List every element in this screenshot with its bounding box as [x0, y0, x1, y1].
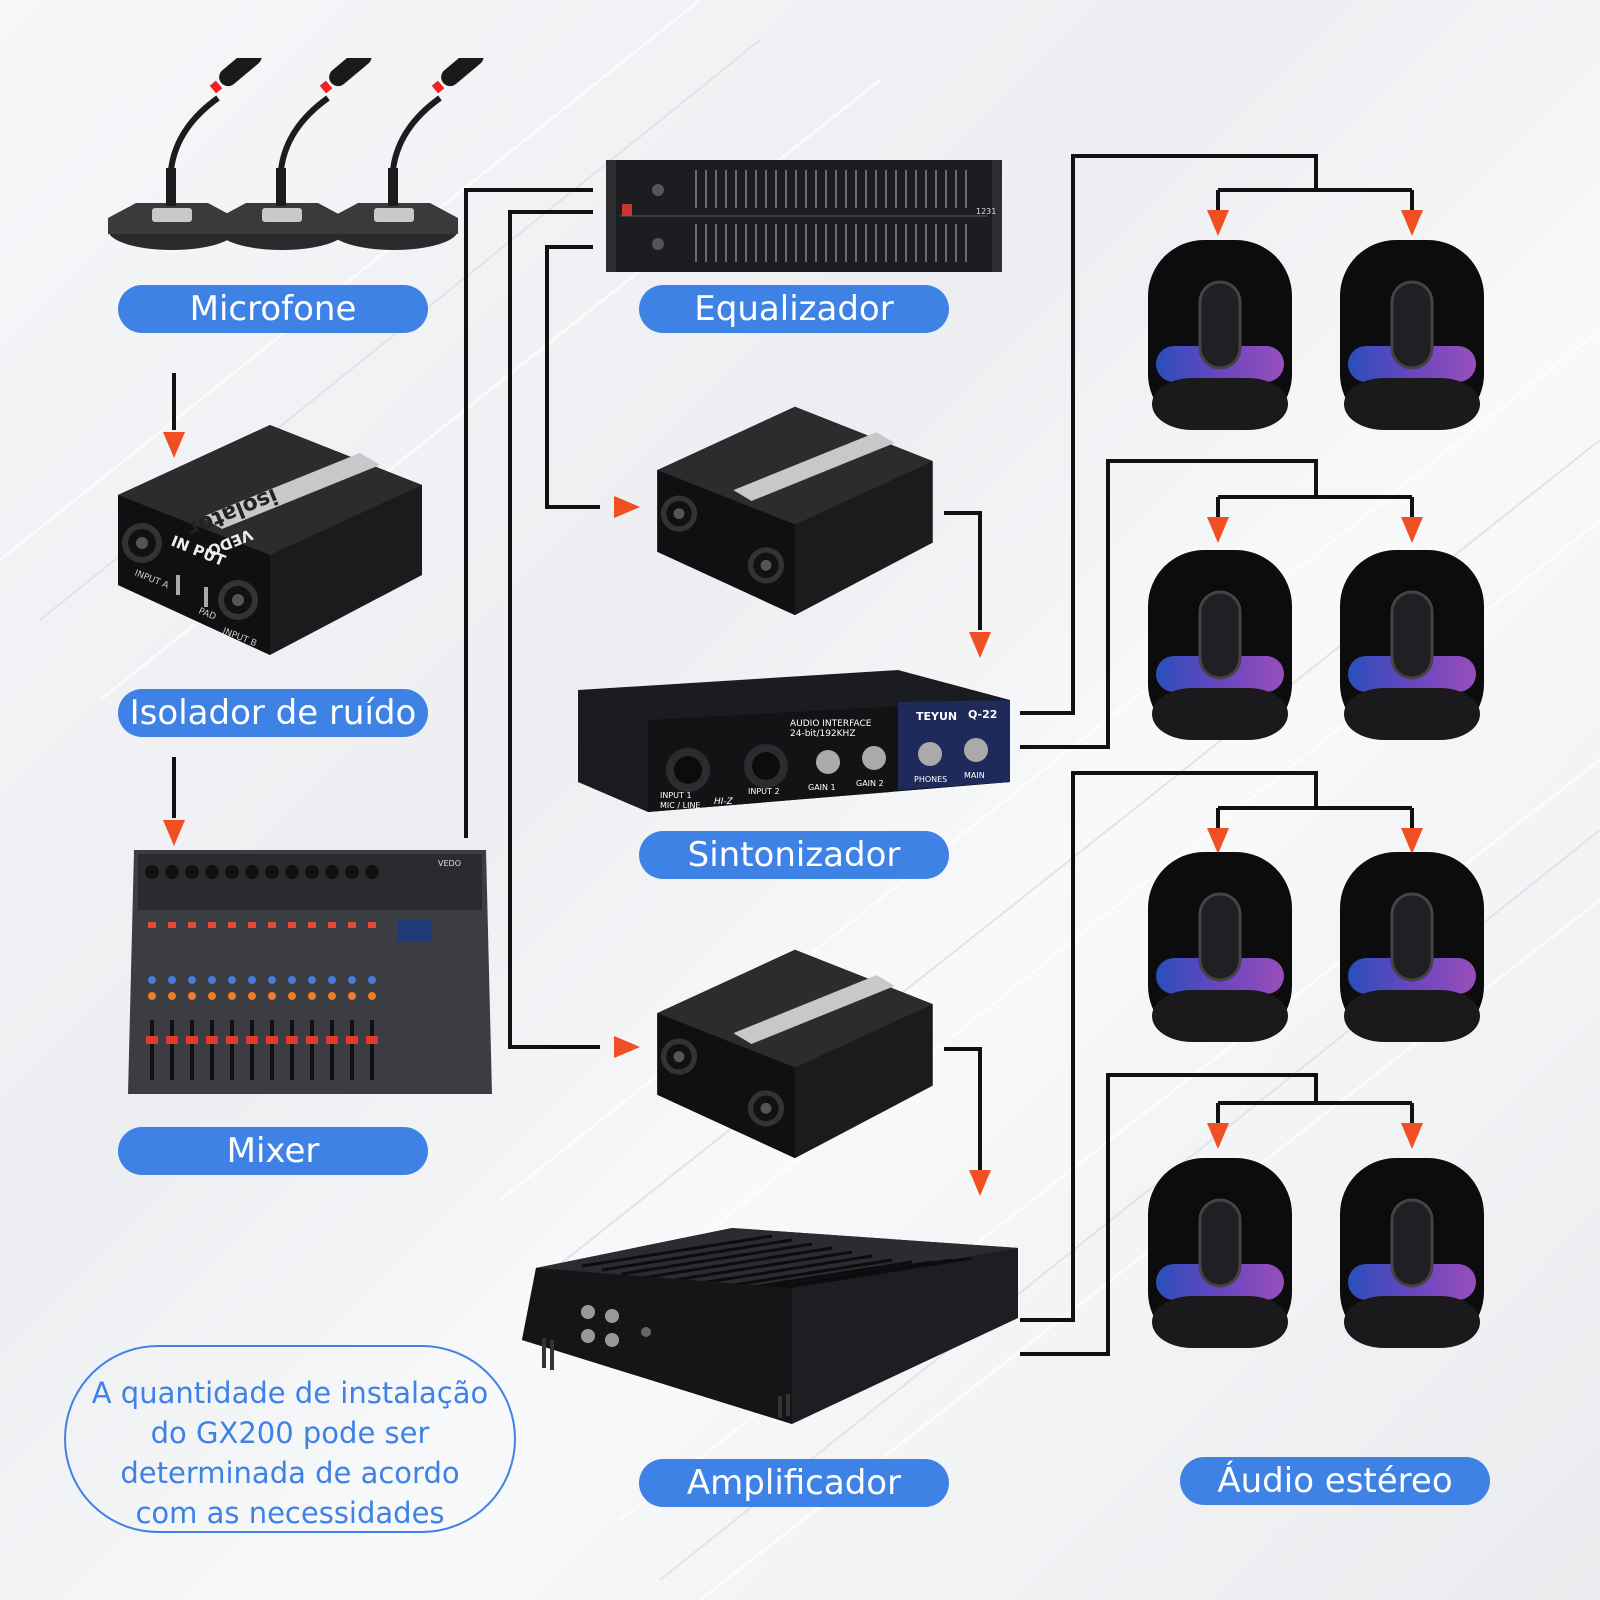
interface-main-text: MAIN — [964, 771, 985, 780]
note-line-3: determinada de acordo — [120, 1456, 460, 1490]
microphone-1 — [108, 58, 262, 250]
interface-hiz-text: HI-Z — [714, 797, 734, 807]
eq-model-text: 1231 — [976, 207, 996, 216]
equalizer-image: 1231 — [606, 160, 1002, 272]
speaker-3 — [1148, 550, 1292, 740]
noise-isolator-mid-1-image — [657, 406, 933, 616]
speaker-2 — [1340, 240, 1484, 430]
label-tuner: Sintonizador — [639, 831, 949, 879]
speaker-7 — [1148, 1158, 1292, 1348]
installation-note: A quantidade de instalação do GX200 pode… — [64, 1345, 516, 1533]
speaker-4 — [1340, 550, 1484, 740]
speaker-6 — [1340, 852, 1484, 1042]
interface-phones-text: PHONES — [914, 775, 947, 784]
label-mixer: Mixer — [118, 1127, 428, 1175]
interface-mic-line-text: MIC / LINE — [660, 801, 700, 810]
tuner-audio-interface-image: AUDIO INTERFACE 24-bit/192KHZ TEYUN Q-22… — [578, 670, 1010, 812]
label-isolator: Isolador de ruído — [118, 689, 428, 737]
microphone-2 — [218, 58, 372, 250]
speakers-row-1 — [1148, 240, 1484, 430]
label-microphone: Microfone — [118, 285, 428, 333]
interface-title-text: AUDIO INTERFACE — [790, 719, 872, 729]
microphones-image — [108, 58, 484, 250]
note-line-4: com as necessidades — [135, 1496, 445, 1530]
mixer-channels — [145, 865, 379, 1080]
mixer-brand-text: VEDO — [438, 859, 461, 868]
speaker-5 — [1148, 852, 1292, 1042]
interface-gain2-text: GAIN 2 — [856, 779, 884, 788]
speakers-row-2 — [1148, 550, 1484, 740]
interface-gain1-text: GAIN 1 — [808, 783, 836, 792]
label-amplifier: Amplificador — [639, 1459, 949, 1507]
label-stereo-audio: Áudio estéreo — [1180, 1457, 1490, 1505]
interface-model-text: Q-22 — [968, 708, 997, 721]
interface-input1-text: INPUT 1 — [660, 791, 692, 800]
noise-isolator-image: isolator VEDO IN PUT INPUT A INPUT B PAD — [118, 425, 422, 655]
label-equalizer: Equalizador — [639, 285, 949, 333]
amplifier-image — [522, 1228, 1018, 1424]
microphone-3 — [330, 58, 484, 250]
mixer-image: VEDO — [128, 850, 492, 1094]
speaker-1 — [1148, 240, 1292, 430]
interface-brand-text: TEYUN — [916, 710, 957, 723]
note-line-2: do GX200 pode ser — [150, 1416, 430, 1450]
note-line-1: A quantidade de instalação — [91, 1376, 489, 1410]
speakers-row-3 — [1148, 852, 1484, 1042]
interface-spec-text: 24-bit/192KHZ — [790, 729, 856, 739]
speakers-row-4 — [1148, 1158, 1484, 1348]
noise-isolator-mid-2-image — [657, 949, 933, 1159]
speaker-8 — [1340, 1158, 1484, 1348]
interface-input2-text: INPUT 2 — [748, 787, 780, 796]
